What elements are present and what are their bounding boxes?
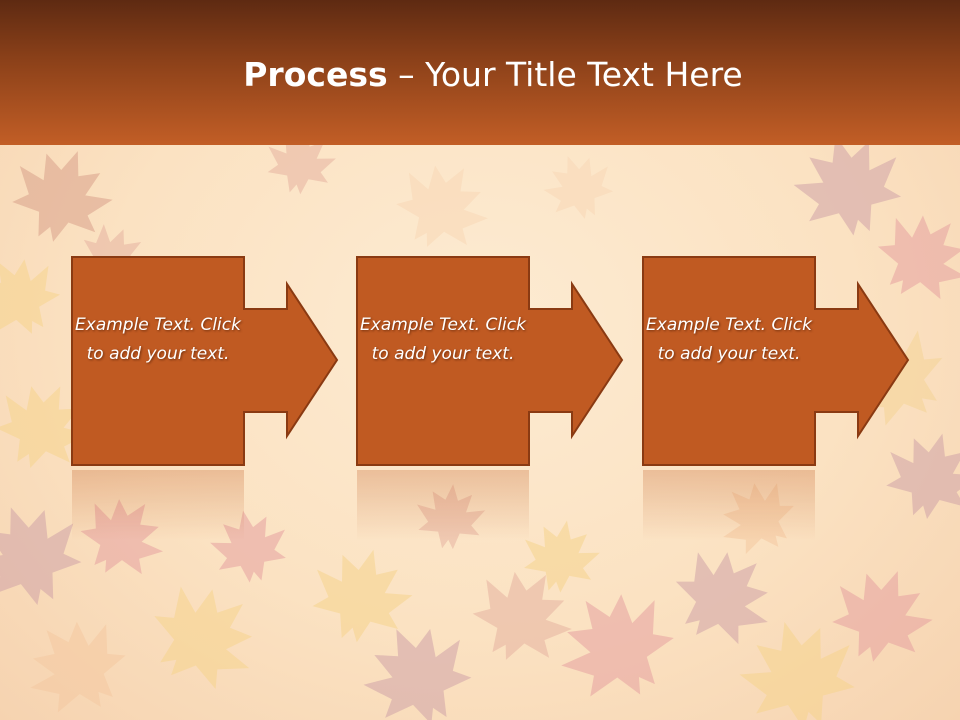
step-3-reflection (643, 470, 815, 540)
step-2-text[interactable]: Example Text. Click to add your text. (360, 315, 526, 364)
process-step-2[interactable] (356, 256, 624, 540)
step-1-text[interactable]: Example Text. Click to add your text. (75, 315, 241, 364)
slide-title[interactable]: Process – Your Title Text Here (0, 52, 960, 98)
step-2-shape (356, 256, 624, 466)
title-bold: Process (243, 55, 388, 94)
step-3-text[interactable]: Example Text. Click to add your text. (646, 315, 812, 364)
step-1-reflection (72, 470, 244, 540)
title-bar: Process – Your Title Text Here (0, 0, 960, 145)
process-step-1[interactable] (71, 256, 339, 540)
step-3-shape (642, 256, 910, 466)
step-2-reflection (357, 470, 529, 540)
title-rest: – Your Title Text Here (387, 55, 743, 94)
step-1-shape (71, 256, 339, 466)
process-step-3[interactable] (642, 256, 910, 540)
